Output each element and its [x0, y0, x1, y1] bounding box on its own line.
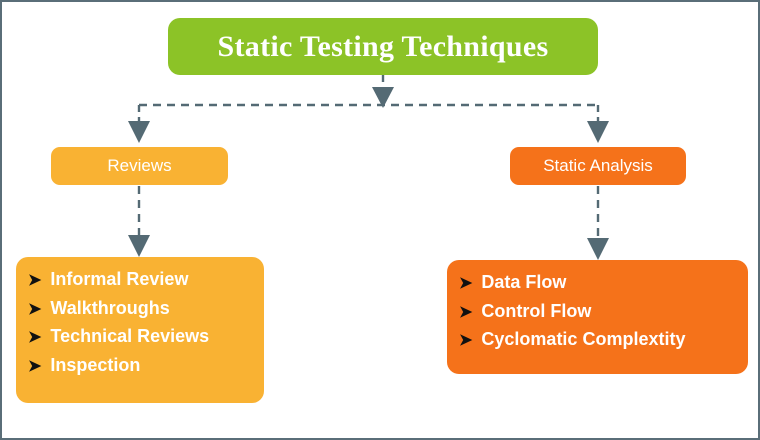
- root-node-label: Static Testing Techniques: [217, 29, 549, 63]
- branch-node-reviews-label: Reviews: [107, 156, 172, 175]
- arrow-bullet-icon: ➤: [459, 275, 473, 292]
- list-item-label: Technical Reviews: [50, 326, 210, 347]
- arrow-bullet-icon: ➤: [459, 303, 473, 321]
- list-item[interactable]: ➤ Inspection: [28, 353, 250, 379]
- list-item[interactable]: ➤ Cyclomatic Complextity: [459, 327, 734, 353]
- branch-node-static-analysis[interactable]: Static Analysis: [510, 147, 686, 185]
- list-box-static-analysis: ➤ Data Flow ➤ Control Flow ➤ Cyclomatic …: [447, 260, 748, 374]
- arrowhead-reviews-list: [128, 235, 150, 257]
- list-item-label: Control Flow: [481, 300, 592, 321]
- branch-node-reviews[interactable]: Reviews: [51, 147, 228, 185]
- arrowhead-root-center: [372, 87, 394, 108]
- arrow-bullet-icon: ➤: [28, 329, 42, 347]
- list-item[interactable]: ➤ Control Flow: [459, 299, 734, 325]
- list-item-label: Walkthroughs: [50, 297, 170, 318]
- list-item-label: Data Flow: [481, 272, 567, 292]
- root-node-static-testing-techniques[interactable]: Static Testing Techniques: [168, 18, 598, 75]
- list-item[interactable]: ➤ Data Flow: [459, 270, 734, 296]
- arrow-bullet-icon: ➤: [28, 300, 42, 318]
- list-item-label: Inspection: [50, 355, 141, 376]
- arrowhead-static-analysis-list: [587, 238, 609, 260]
- list-item-label: Informal Review: [50, 269, 189, 289]
- arrow-bullet-icon: ➤: [28, 358, 42, 376]
- list-item[interactable]: ➤ Technical Reviews: [28, 324, 250, 350]
- list-item-label: Cyclomatic Complextity: [481, 329, 686, 350]
- arrow-bullet-icon: ➤: [28, 272, 42, 289]
- arrow-bullet-icon: ➤: [459, 332, 473, 350]
- branch-node-static-analysis-label: Static Analysis: [543, 156, 653, 175]
- list-item[interactable]: ➤ Informal Review: [28, 267, 250, 293]
- list-item[interactable]: ➤ Walkthroughs: [28, 296, 250, 322]
- arrowhead-reviews: [128, 121, 150, 143]
- list-box-reviews: ➤ Informal Review ➤ Walkthroughs ➤ Techn…: [16, 257, 264, 403]
- arrowhead-static-analysis: [587, 121, 609, 143]
